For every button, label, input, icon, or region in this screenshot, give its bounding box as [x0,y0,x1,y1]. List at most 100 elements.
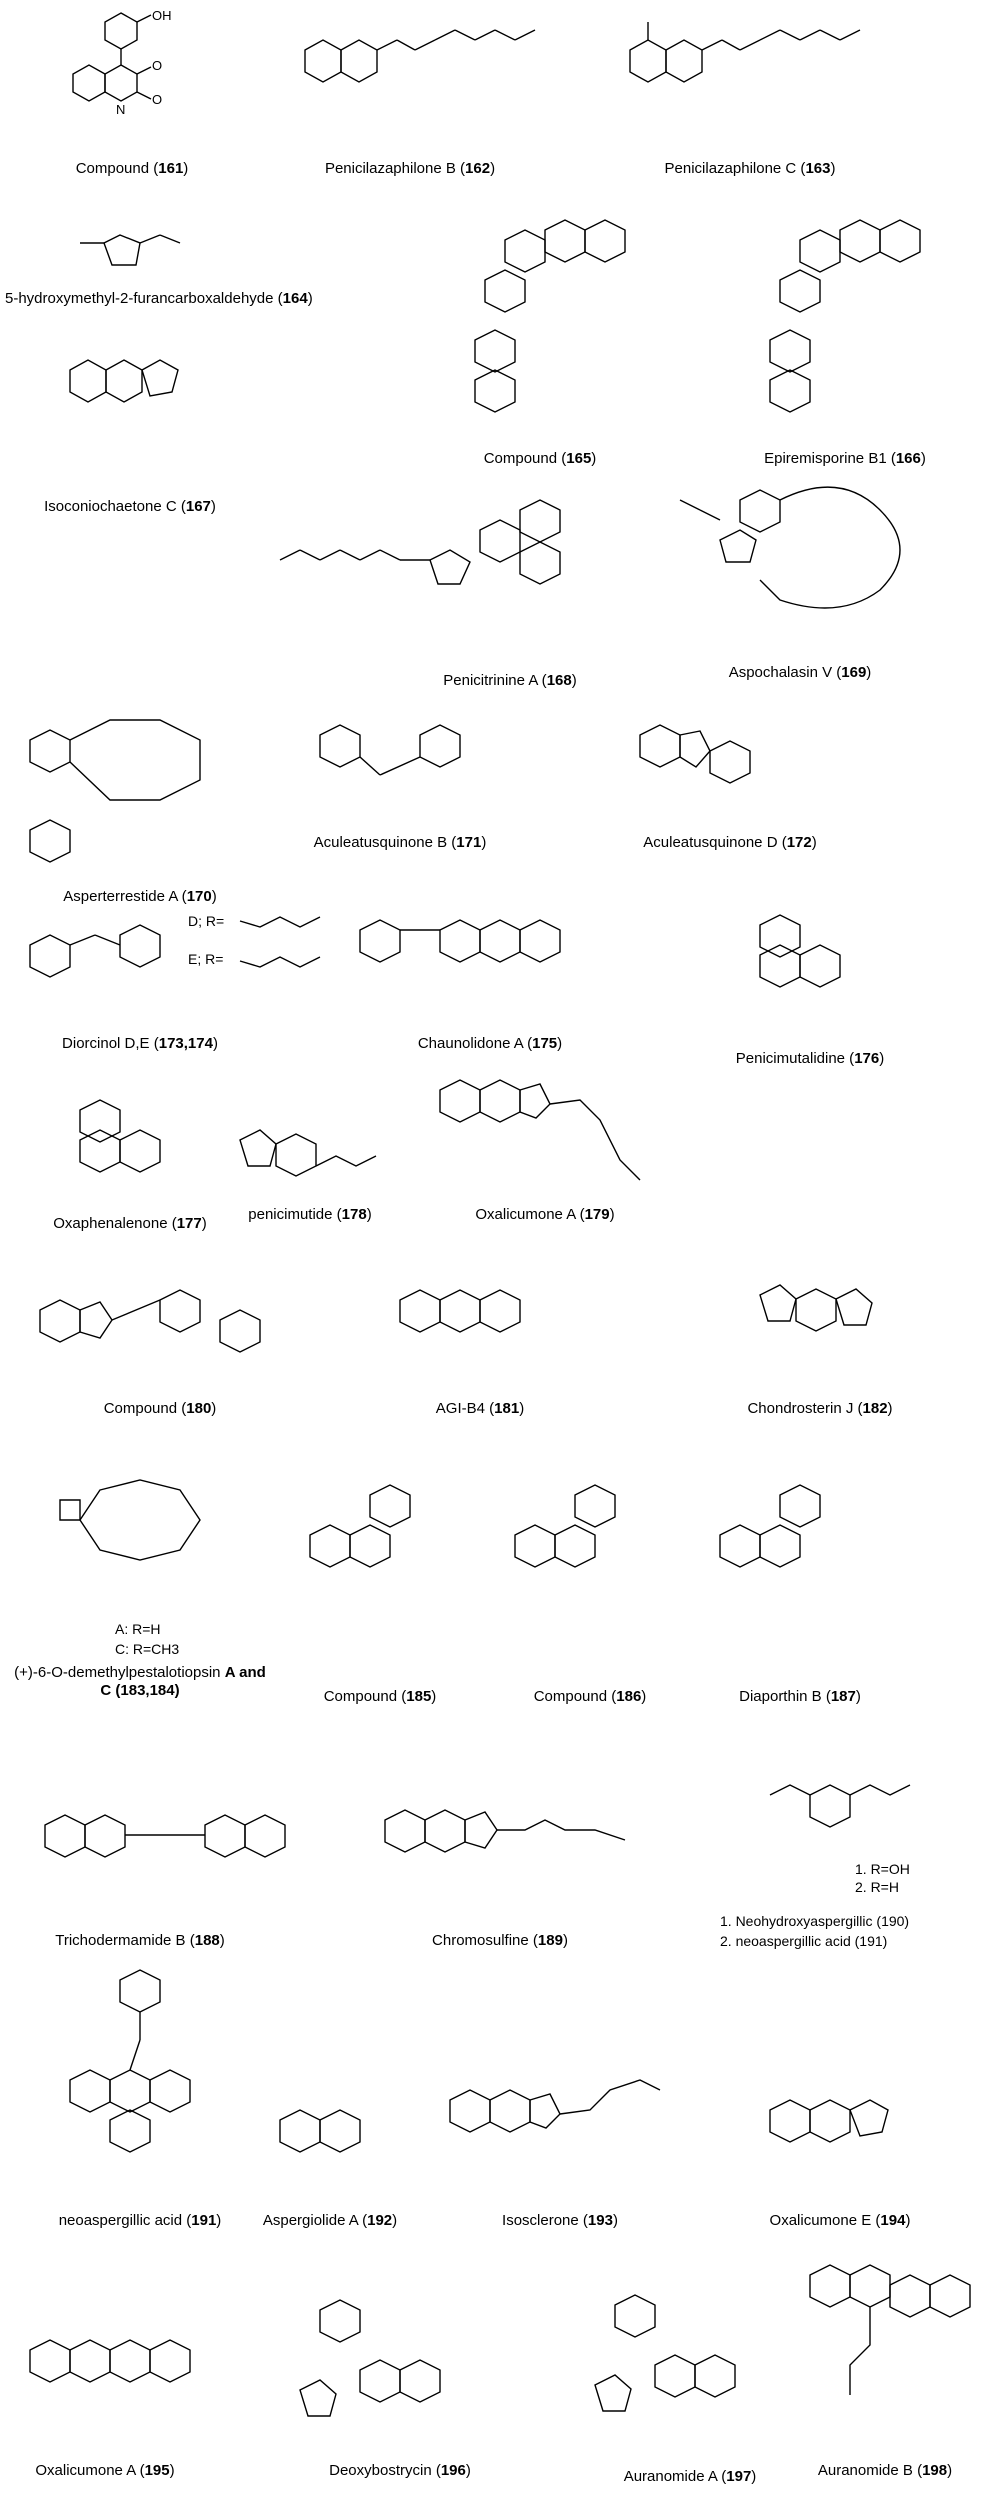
structure-198 [535,2265,795,2450]
compound-name: Aspochalasin V [728,664,833,681]
structure-161 [55,5,185,155]
compound-name: Trichodermamide B [55,1932,186,1949]
structure-182 [720,1255,910,1385]
compound-number: 177 [176,1215,202,1232]
structure-180 [20,1260,320,1390]
compound-number: 167 [185,498,211,515]
label-194: Isosclerone (193) [502,2212,618,2229]
structure-175 [340,880,640,1030]
structure-172 [600,705,860,830]
compound-number: 169 [841,664,867,681]
label-162: Penicilazaphilone B (162) [324,160,496,177]
structure-165 [405,180,675,450]
compound-name: Aculeatusquinone B [313,834,448,851]
structure-162 [285,10,555,155]
compound-number: 194 [880,2212,906,2229]
structure-177 [40,1080,210,1210]
label-192: neoaspergillic acid (191) [58,2212,222,2229]
structure-199 [790,2245,980,2445]
structure-163 [610,10,890,155]
structure-187 [690,1445,890,1625]
compound-name: (+)-6-O-demethylpestalotiopsin [14,1664,221,1681]
compound-name: Epiremisporine B1 [764,450,887,467]
compound-name: AGI-B4 [435,1400,485,1417]
label-172: Aculeatusquinone D (172) [643,834,817,851]
structure-195 [750,2070,940,2195]
structure-167 [40,330,220,445]
structure-173 [10,905,190,1025]
compound-number: 176 [854,1050,880,1067]
compound-name: Compound [323,1688,398,1705]
label-167: Isoconiochaetone C (167) [44,498,216,515]
r-group-sketch [230,905,350,995]
compound-number: 163 [805,160,831,177]
compound-name: Oxalicumone E [769,2212,872,2229]
compound-number: 170 [186,888,212,905]
compound-number: 191 [191,2212,217,2229]
compound-name: Isosclerone [502,2212,579,2229]
structure-179 [420,1060,680,1200]
label-191: 2. neoaspergillic acid (191) [720,1933,888,1949]
r-group-190-2: 2. R=H [855,1879,899,1895]
label-178: penicimutide (178) [248,1206,372,1223]
compound-name: Isoconiochaetone C [44,498,177,515]
compound-name: Chromosulfine [432,1932,529,1949]
structure-178 [230,1110,390,1200]
compound-name: Diorcinol D,E [62,1035,150,1052]
label-169: Aspochalasin V (169) [728,664,872,681]
label-171: Aculeatusquinone B (171) [313,834,487,851]
compound-name: Asperterrestide A [63,888,178,905]
atom-label: O [152,58,163,73]
compound-name: Oxaphenalenone [53,1215,168,1232]
r-group-a: A: R=H [115,1621,161,1637]
label-189: Chromosulfine (189) [432,1932,568,1949]
label-165: Compound (165) [483,450,597,467]
compound-number: 172 [786,834,812,851]
compound-number: 187 [830,1688,856,1705]
structure-181 [360,1260,610,1385]
label-187: Diaporthin B (187) [739,1688,861,1705]
compound-name: 5-hydroxymethyl-2-furancarboxaldehyde [5,290,274,307]
compound-number: 168 [546,672,572,689]
r-group-d: D; R= [188,913,225,929]
compound-number: 180 [186,1400,212,1417]
compound-number: 173,174 [158,1035,213,1052]
label-166: Epiremisporine B1 (166) [764,450,926,467]
structure-190 [730,1765,940,1885]
compound-name: Compound [483,450,558,467]
label-188: Trichodermamide B (188) [55,1932,225,1949]
compound-number: 182 [862,1400,888,1417]
structure-185 [290,1455,470,1625]
label-196: Oxalicumone A (195) [35,2462,175,2479]
compound-number: 181 [494,1400,520,1417]
label-179: Oxalicumone A (179) [475,1206,615,1223]
compound-number: 186 [616,1688,642,1705]
structure-169 [660,470,960,655]
compound-name: Auranomide B [817,2462,913,2479]
label-185: Compound (185) [323,1688,437,1705]
compound-number: 166 [895,450,921,467]
compound-number: 161 [158,160,184,177]
compound-name: Compound [75,160,150,177]
r-group-e: E; R= [188,951,224,967]
compound-number: 195 [144,2462,170,2479]
structure-166 [700,180,975,450]
structure-170 [10,680,260,880]
compound-name: Chaunolidone A [417,1035,523,1052]
compound-name: Aculeatusquinone D [643,834,778,851]
structure-189 [355,1760,665,1910]
compound-name: Penicitrinine A [443,672,538,689]
label-195: Oxalicumone E (194) [769,2212,911,2229]
compound-number: 193 [587,2212,613,2229]
compound-number: 198 [922,2462,948,2479]
compound-number: 196 [440,2462,466,2479]
compound-number: 164 [282,290,308,307]
structure-168 [260,490,630,660]
compound-name: Compound [103,1400,178,1417]
compound-number: 189 [537,1932,563,1949]
structure-186 [495,1455,675,1625]
label-198: Auranomide A (197) [623,2468,757,2485]
label-199: Auranomide B (198) [817,2462,953,2479]
compound-name: Diaporthin B [739,1688,822,1705]
label-181: AGI-B4 (181) [435,1400,525,1417]
